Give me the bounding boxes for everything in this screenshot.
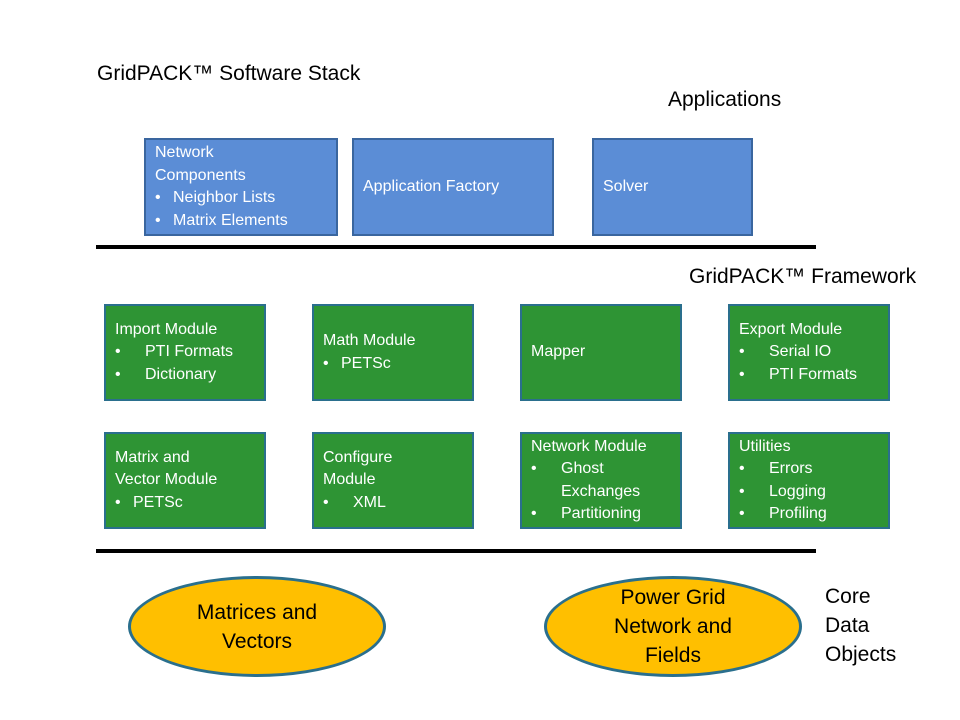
box-title-line: Module	[323, 471, 376, 489]
bullet-continuation-text: Exchanges	[561, 482, 641, 500]
solver-box: Solver	[592, 138, 753, 236]
bullet-item: Logging	[739, 481, 879, 504]
ellipse-line: Power Grid	[620, 586, 726, 609]
matrices-vectors-ellipse: Matrices and Vectors	[128, 576, 386, 677]
bullet-item: Partitioning	[531, 503, 671, 526]
bullet-list: PETSc	[115, 492, 255, 515]
bullet-list: Errors Logging Profiling	[739, 458, 879, 526]
bullet-item-continuation: Exchanges	[531, 481, 671, 504]
box-title: Math Module	[323, 332, 416, 349]
network-module-box: Network Module Ghost Exchanges Partition…	[520, 432, 682, 529]
utilities-box: Utilities Errors Logging Profiling	[728, 432, 890, 529]
box-title: Solver	[603, 177, 649, 195]
network-components-box: Network Components Neighbor Lists Matrix…	[144, 138, 338, 236]
box-title: Application Factory	[363, 177, 500, 195]
box-title-line: Configure	[323, 448, 393, 466]
core-label-line: Core	[825, 585, 871, 608]
ellipse-line: Network and	[614, 615, 732, 638]
bullet-item: PTI Formats	[115, 341, 255, 364]
bullet-list: Ghost Exchanges Partitioning	[531, 458, 671, 526]
power-grid-ellipse: Power Grid Network and Fields	[544, 576, 802, 677]
ellipse-text: Power Grid Network and Fields	[614, 583, 732, 670]
bullet-list: PETSc	[323, 353, 463, 376]
math-module-box: Math Module PETSc	[312, 304, 474, 401]
bullet-item: XML	[323, 492, 463, 515]
configure-module-box: Configure Module XML	[312, 432, 474, 529]
box-title: Network Module	[531, 437, 647, 455]
box-title: Utilities	[739, 437, 791, 455]
box-title: Mapper	[531, 343, 586, 361]
bullet-item: Dictionary	[115, 364, 255, 387]
framework-layer-label: GridPACK™ Framework	[689, 265, 917, 288]
page-title: GridPACK™ Software Stack	[97, 62, 361, 85]
bullet-list: Neighbor Lists Matrix Elements	[155, 187, 327, 232]
core-label-line: Data	[825, 614, 870, 637]
box-title-line: Network	[155, 144, 214, 161]
import-module-box: Import Module PTI Formats Dictionary	[104, 304, 266, 401]
bullet-list: PTI Formats Dictionary	[115, 341, 255, 386]
box-title: Import Module	[115, 320, 218, 338]
mapper-box: Mapper	[520, 304, 682, 401]
bullet-item: PETSc	[115, 492, 255, 515]
bullet-item: Matrix Elements	[155, 210, 327, 233]
applications-layer-label: Applications	[668, 88, 782, 111]
matrix-vector-module-box: Matrix and Vector Module PETSc	[104, 432, 266, 529]
ellipse-line: Matrices and	[196, 600, 318, 624]
bullet-item: PETSc	[323, 353, 463, 376]
ellipse-line: Vectors	[221, 629, 293, 653]
box-title-line: Vector Module	[115, 471, 218, 489]
bullet-item: Ghost	[531, 458, 671, 481]
bullet-list: XML	[323, 492, 463, 515]
core-layer-label: Core Data Objects	[825, 582, 896, 669]
ellipse-text: Matrices and Vectors	[197, 598, 317, 656]
export-module-box: Export Module Serial IO PTI Formats	[728, 304, 890, 401]
bullet-item: Profiling	[739, 503, 879, 526]
bullet-item: PTI Formats	[739, 364, 879, 387]
applications-framework-divider	[96, 245, 816, 249]
bullet-item: Neighbor Lists	[155, 187, 327, 210]
application-factory-box: Application Factory	[352, 138, 554, 236]
box-title: Export Module	[739, 320, 843, 338]
box-title-line: Components	[155, 166, 246, 184]
framework-core-divider	[96, 549, 816, 553]
core-label-line: Objects	[825, 643, 897, 666]
bullet-item: Errors	[739, 458, 879, 481]
box-title-line: Matrix and	[115, 448, 190, 466]
ellipse-line: Fields	[644, 644, 701, 667]
bullet-list: Serial IO PTI Formats	[739, 341, 879, 386]
bullet-item: Serial IO	[739, 341, 879, 364]
